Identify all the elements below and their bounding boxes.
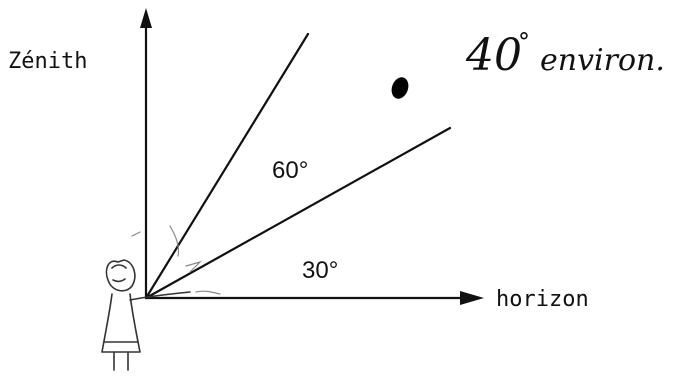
zenith-label: Zénith [8, 49, 87, 74]
svg-text:40: 40 [465, 30, 522, 81]
thirty-degree-line [144, 126, 452, 300]
handwritten-note: 40 ° environ. [465, 28, 665, 81]
svg-text:environ.: environ. [540, 43, 665, 78]
svg-text:°: ° [518, 28, 530, 56]
observed-object-dot [391, 77, 409, 99]
sixty-degree-label: 60° [272, 157, 308, 184]
horizon-axis [144, 291, 484, 305]
horizon-label: horizon [496, 287, 589, 312]
sixty-degree-line [144, 32, 310, 300]
child-observer-figure [101, 259, 191, 371]
zenith-axis [140, 8, 152, 300]
pencil-arc-marks [131, 225, 221, 295]
thirty-degree-label: 30° [302, 257, 338, 284]
